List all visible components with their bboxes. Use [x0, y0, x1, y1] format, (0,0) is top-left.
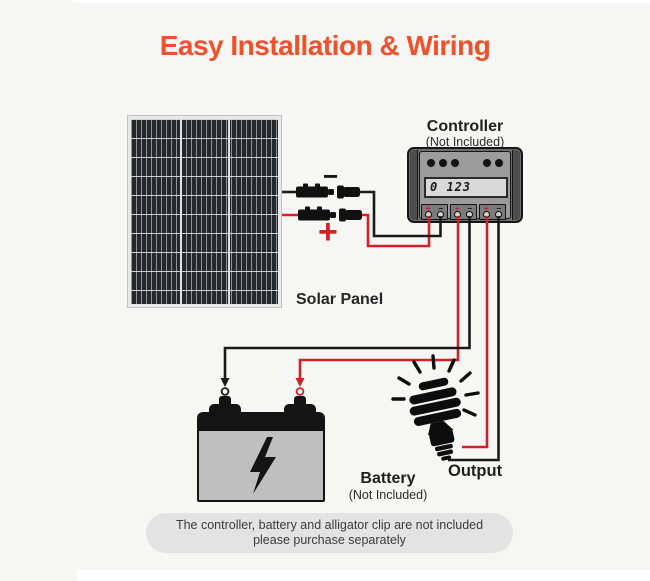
- battery-body: [197, 429, 325, 502]
- lcd-display: 0 123: [424, 177, 508, 198]
- battery-clips: [220, 378, 305, 396]
- footer-line-2: please purchase separately: [253, 533, 406, 547]
- battery-post-base: [209, 404, 241, 414]
- bulb-coil: [409, 397, 461, 416]
- positive-clip-ring-icon: [295, 387, 305, 396]
- controller-led: [483, 159, 491, 167]
- terminal-screw: [453, 211, 461, 218]
- output-positive-wire: [462, 216, 489, 449]
- mc4-connector-tab: [317, 206, 322, 211]
- mc4-connector-tab: [303, 183, 308, 188]
- top-edge-strip: [73, 0, 650, 3]
- polarity-minus-label: −: [323, 161, 339, 191]
- battery-label: Battery: [360, 470, 416, 487]
- bulb-screw-ridge: [435, 443, 453, 452]
- footer-line-1: The controller, battery and alligator cl…: [175, 518, 484, 532]
- bottom-edge-strip: [77, 570, 650, 581]
- page-title: Easy Installation & Wiring: [159, 30, 491, 61]
- solar-panel-divider: [228, 119, 231, 304]
- battery-post-base: [284, 404, 316, 414]
- negative-clip-arrow-icon: [220, 378, 230, 387]
- bulb-screw-ridge: [437, 449, 453, 457]
- terminal-plus-mark: +: [483, 204, 489, 213]
- terminal-minus-mark: −: [467, 204, 473, 213]
- cfl-bulb-icon: [391, 354, 480, 461]
- terminal-screw: [495, 211, 503, 218]
- footer-note: The controller, battery and alligator cl…: [146, 513, 513, 553]
- solar-panel-label: Solar Panel: [296, 291, 384, 308]
- battery-cap: [197, 412, 325, 430]
- negative-clip-ring-icon: [220, 387, 230, 396]
- solar-panel: [127, 115, 282, 308]
- controller-label: Controller: [426, 118, 504, 135]
- bulb-base: [429, 428, 455, 447]
- mc4-connector-head: [339, 208, 346, 222]
- solar-panel-cells: [131, 119, 278, 304]
- output-negative-wire: [448, 216, 500, 462]
- controller-led: [427, 159, 435, 167]
- terminal-screw: [466, 211, 474, 218]
- bulb-coil: [413, 408, 462, 426]
- positive-clip-arrow-icon: [295, 378, 305, 387]
- controller: 0 123 + − + − + −: [407, 147, 523, 223]
- controller-led: [451, 159, 459, 167]
- terminal-screw: [482, 211, 490, 218]
- terminal-block-solar: + −: [421, 204, 448, 220]
- controller-led-row: [427, 159, 503, 167]
- controller-led: [495, 159, 503, 167]
- battery-sublabel: (Not Included): [348, 488, 428, 502]
- mc4-connector-tab: [305, 206, 310, 211]
- controller-panel: 0 123 + − + − + −: [419, 151, 511, 220]
- output-label: Output: [448, 462, 503, 480]
- mc4-connector: [343, 187, 360, 197]
- mc4-connector: [345, 210, 362, 220]
- terminal-minus-mark: −: [496, 204, 502, 213]
- bulb-coil: [418, 377, 449, 391]
- polarity-plus-label: +: [318, 213, 338, 251]
- bulb-coil: [409, 387, 457, 405]
- terminal-screw: [437, 211, 445, 218]
- terminal-block-load: + −: [479, 204, 506, 220]
- controller-sublabel: (Not Included): [425, 135, 505, 149]
- controller-mount-left: [410, 150, 418, 220]
- terminal-plus-mark: +: [454, 204, 460, 213]
- controller-mount-right: [512, 150, 520, 220]
- terminal-screw: [424, 211, 432, 218]
- solar-panel-divider: [179, 119, 182, 304]
- terminal-block-battery: + −: [450, 204, 477, 220]
- mc4-connector-tab: [315, 183, 320, 188]
- bulb-screw-tip: [441, 455, 452, 461]
- controller-led: [439, 159, 447, 167]
- bulb-neck: [428, 420, 454, 436]
- bulb-rays: [391, 354, 480, 417]
